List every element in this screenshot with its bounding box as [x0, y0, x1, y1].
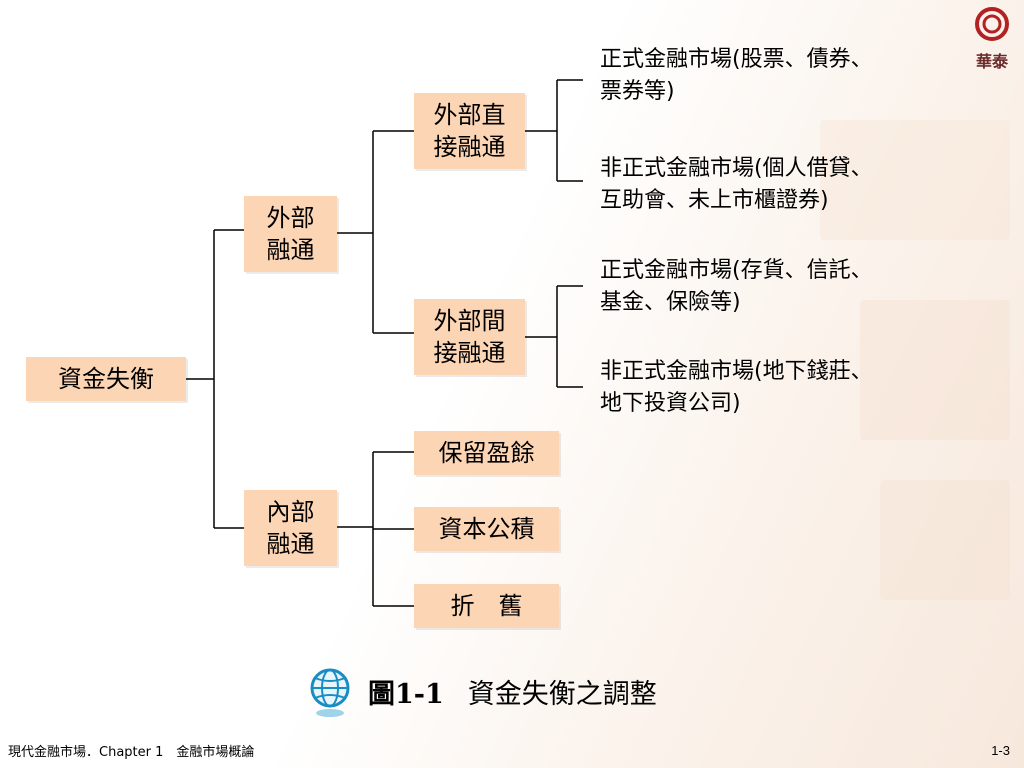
logo-ring-icon: [975, 7, 1009, 41]
node-internal: 內部 融通: [244, 490, 337, 566]
leaf-direct-formal: 正式金融市場(股票、債券、 票券等): [600, 47, 873, 104]
node-label: 折 舊: [450, 592, 523, 620]
node-root: 資金失衡: [26, 357, 186, 401]
globe-icon: [310, 668, 350, 717]
node-external-direct: 外部直 接融通: [414, 93, 525, 169]
leaf-direct-informal: 非正式金融市場(個人借貸、 互助會、未上市櫃證券): [600, 156, 873, 213]
node-label: 外部間 接融通: [433, 307, 506, 367]
node-label: 內部 融通: [266, 498, 315, 558]
footer-page-number: 1-3: [991, 743, 1010, 758]
node-internal-item: 折 舊: [414, 584, 559, 628]
leaf-indirect-formal: 正式金融市場(存貨、信託、 基金、保險等): [600, 258, 873, 315]
background-tile: [820, 120, 1010, 240]
node-internal-item: 資本公積: [414, 507, 559, 551]
background-tile: [880, 480, 1010, 600]
logo-text: 華泰: [975, 52, 1008, 71]
figure-caption: 圖1-1 資金失衡之調整: [368, 672, 657, 711]
footer-course-title: 現代金融市場．Chapter 1 金融市場概論: [8, 745, 255, 760]
node-external-indirect: 外部間 接融通: [414, 299, 525, 375]
publisher-logo: 華泰: [964, 6, 1020, 72]
background-tile: [860, 300, 1010, 440]
node-external: 外部 融通: [244, 196, 337, 272]
node-label: 保留盈餘: [438, 439, 535, 467]
leaf-indirect-informal: 非正式金融市場(地下錢莊、 地下投資公司): [600, 359, 873, 416]
node-internal-item: 保留盈餘: [414, 431, 559, 475]
figure-number: 圖1-1: [368, 679, 444, 710]
node-label: 外部直 接融通: [433, 101, 506, 161]
node-label: 資金失衡: [58, 365, 154, 393]
figure-title: 資金失衡之調整: [467, 679, 657, 710]
node-label: 資本公積: [438, 515, 535, 543]
node-label: 外部 融通: [266, 204, 315, 264]
